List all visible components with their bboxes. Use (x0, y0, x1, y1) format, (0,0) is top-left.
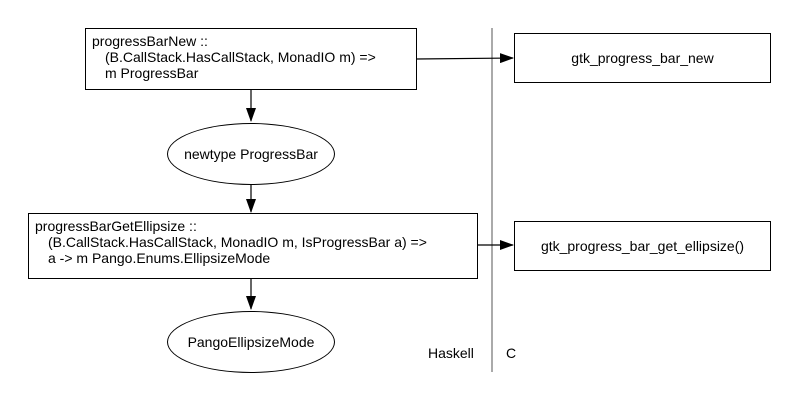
progress-bar-new-line3: m ProgressBar (105, 65, 199, 81)
progress-bar-new-line2: (B.CallStack.HasCallStack, MonadIO m) => (105, 49, 376, 65)
progress-bar-new-line1: progressBarNew :: (92, 33, 208, 49)
progress-bar-get-ellipsize-node: progressBarGetEllipsize :: (B.CallStack.… (28, 213, 478, 279)
progress-bar-new-node: progressBarNew :: (B.CallStack.HasCallSt… (85, 28, 417, 90)
arrow-new-to-gtk-new (415, 53, 514, 64)
haskell-region-label: Haskell (428, 345, 474, 361)
c-region-label: C (506, 345, 517, 361)
gtk-progress-bar-new-node: gtk_progress_bar_new (514, 33, 771, 83)
pango-ellipsize-mode-label: PangoEllipsizeMode (187, 334, 315, 350)
gtk-progress-bar-new-label: gtk_progress_bar_new (571, 50, 714, 66)
gtk-progress-bar-get-ellipsize-label: gtk_progress_bar_get_ellipsize() (540, 238, 745, 254)
newtype-progress-bar-label: newtype ProgressBar (184, 146, 318, 162)
progress-bar-get-ellipsize-line3: a -> m Pango.Enums.EllipsizeMode (48, 250, 271, 266)
gtk-progress-bar-get-ellipsize-node: gtk_progress_bar_get_ellipsize() (514, 221, 771, 271)
progress-bar-get-ellipsize-line2: (B.CallStack.HasCallStack, MonadIO m, Is… (48, 234, 427, 250)
newtype-progress-bar-node: newtype ProgressBar (167, 123, 335, 185)
progress-bar-get-ellipsize-line1: progressBarGetEllipsize :: (35, 218, 197, 234)
pango-ellipsize-mode-node: PangoEllipsizeMode (167, 311, 335, 373)
